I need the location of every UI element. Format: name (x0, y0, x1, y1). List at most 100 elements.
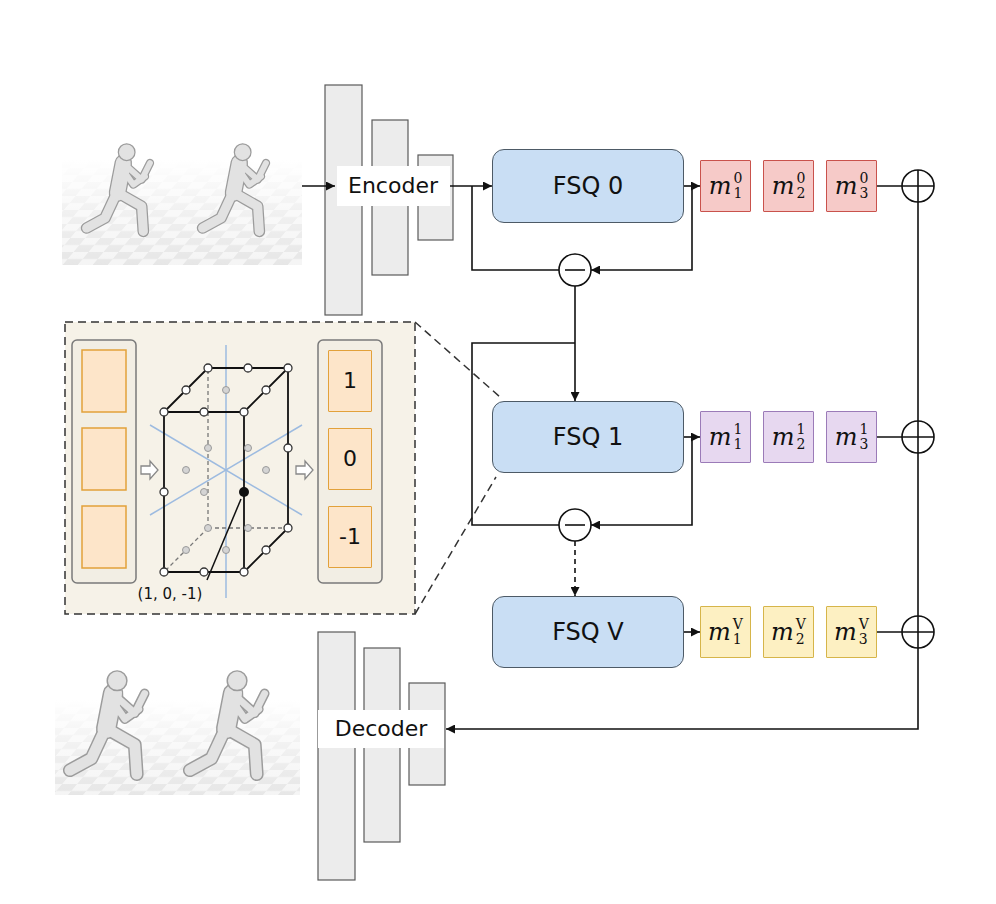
axis-line (150, 425, 302, 515)
token-symbol: m (835, 425, 858, 449)
token-box: m01 (700, 160, 751, 212)
connector-arrow (684, 185, 700, 187)
superscript-index: V (796, 617, 806, 632)
subscript-index: 1 (733, 632, 743, 647)
add-symbol (902, 616, 934, 648)
token-symbol: m (835, 174, 858, 198)
hidden-edge (164, 368, 288, 572)
face-points (183, 387, 270, 554)
subtract-symbol (559, 254, 591, 286)
script-stack: V3 (859, 617, 869, 647)
node-text: FSQ 0 (553, 172, 623, 201)
token-symbol: m (772, 425, 795, 449)
quantizer-box: FSQ 1 (492, 401, 684, 473)
axis-line (225, 345, 227, 598)
connector-arrow (684, 631, 700, 633)
superscript-index: V (859, 617, 869, 632)
quantizer-box: FSQ 0 (492, 149, 684, 223)
superscript-index: V (733, 617, 743, 632)
superscript-index: 1 (733, 422, 742, 437)
superscript-index: 1 (859, 422, 868, 437)
token-symbol: m (834, 620, 857, 644)
add-symbol (902, 421, 934, 453)
quantizer-box: FSQ V (492, 596, 684, 668)
script-stack: 13 (859, 422, 868, 452)
vector-frame (318, 340, 382, 583)
script-stack: 11 (733, 422, 742, 452)
coordinate-label: (1, 0, -1) (138, 585, 203, 603)
token-symbol: m (708, 620, 731, 644)
subscript-index: 2 (796, 437, 805, 452)
mannequin-figure (190, 671, 265, 774)
token-box: mV3 (826, 606, 877, 658)
callout-leader (415, 322, 500, 397)
token-symbol: m (771, 620, 794, 644)
sum-wire (877, 186, 902, 632)
callout-leader (415, 477, 496, 614)
node-text: Encoder (348, 173, 438, 199)
value-box: -1 (328, 506, 372, 568)
selected-point (239, 487, 249, 497)
token-box: mV1 (700, 606, 751, 658)
hollow-arrow (296, 461, 313, 479)
superscript-index: 0 (796, 171, 805, 186)
empty-value-box (82, 350, 126, 412)
token-symbol: m (709, 174, 732, 198)
token-box: mV2 (763, 606, 814, 658)
subtract-symbol (565, 524, 585, 526)
add-symbol (902, 421, 934, 453)
point-leader (207, 499, 241, 580)
subscript-index: 3 (859, 186, 868, 201)
floor-fade (62, 160, 302, 265)
quantization-cube (150, 345, 302, 598)
node-text: Decoder (335, 716, 428, 742)
floor-checker (62, 160, 302, 265)
vector-frame (72, 340, 136, 583)
mannequin-figure (70, 671, 145, 774)
token-box: m13 (826, 411, 877, 463)
script-stack: 03 (859, 171, 868, 201)
module-label: Decoder (318, 710, 444, 748)
script-stack: V2 (796, 617, 806, 647)
script-stack: 02 (796, 171, 805, 201)
axis-line (150, 425, 302, 515)
mannequin-figure (203, 144, 266, 232)
subscript-index: 1 (733, 437, 742, 452)
script-stack: V1 (733, 617, 743, 647)
value-box: 1 (328, 350, 372, 412)
script-stack: 12 (796, 422, 805, 452)
token-box: m03 (826, 160, 877, 212)
node-text: 0 (343, 446, 357, 472)
module-label: Encoder (337, 166, 450, 206)
subscript-index: 2 (796, 632, 806, 647)
connector-arrow (684, 436, 700, 438)
token-symbol: m (709, 425, 732, 449)
subscript-index: 3 (859, 437, 868, 452)
empty-value-box (82, 428, 126, 490)
token-symbol: m (772, 174, 795, 198)
subtract-symbol (559, 509, 591, 541)
subscript-index: 3 (859, 632, 869, 647)
subscript-index: 1 (733, 186, 742, 201)
cube-edge (164, 368, 288, 572)
wires (302, 186, 918, 729)
script-stack: 01 (733, 171, 742, 201)
node-text: 1 (343, 368, 357, 394)
token-box: m11 (700, 411, 751, 463)
token-box: m02 (763, 160, 814, 212)
subtract-symbol (565, 269, 585, 271)
input-arrow (302, 185, 335, 187)
subscript-index: 2 (796, 186, 805, 201)
add-symbol (902, 170, 934, 202)
lattice-points (160, 364, 292, 576)
add-symbol (902, 616, 934, 648)
residual-wire (574, 541, 576, 596)
connector-arrow (450, 185, 493, 187)
superscript-index: 0 (859, 171, 868, 186)
value-box: 0 (328, 428, 372, 490)
node-text: FSQ V (552, 618, 624, 647)
node-text: FSQ 1 (553, 423, 623, 452)
sum-wire (917, 202, 919, 616)
superscript-index: 0 (733, 171, 742, 186)
